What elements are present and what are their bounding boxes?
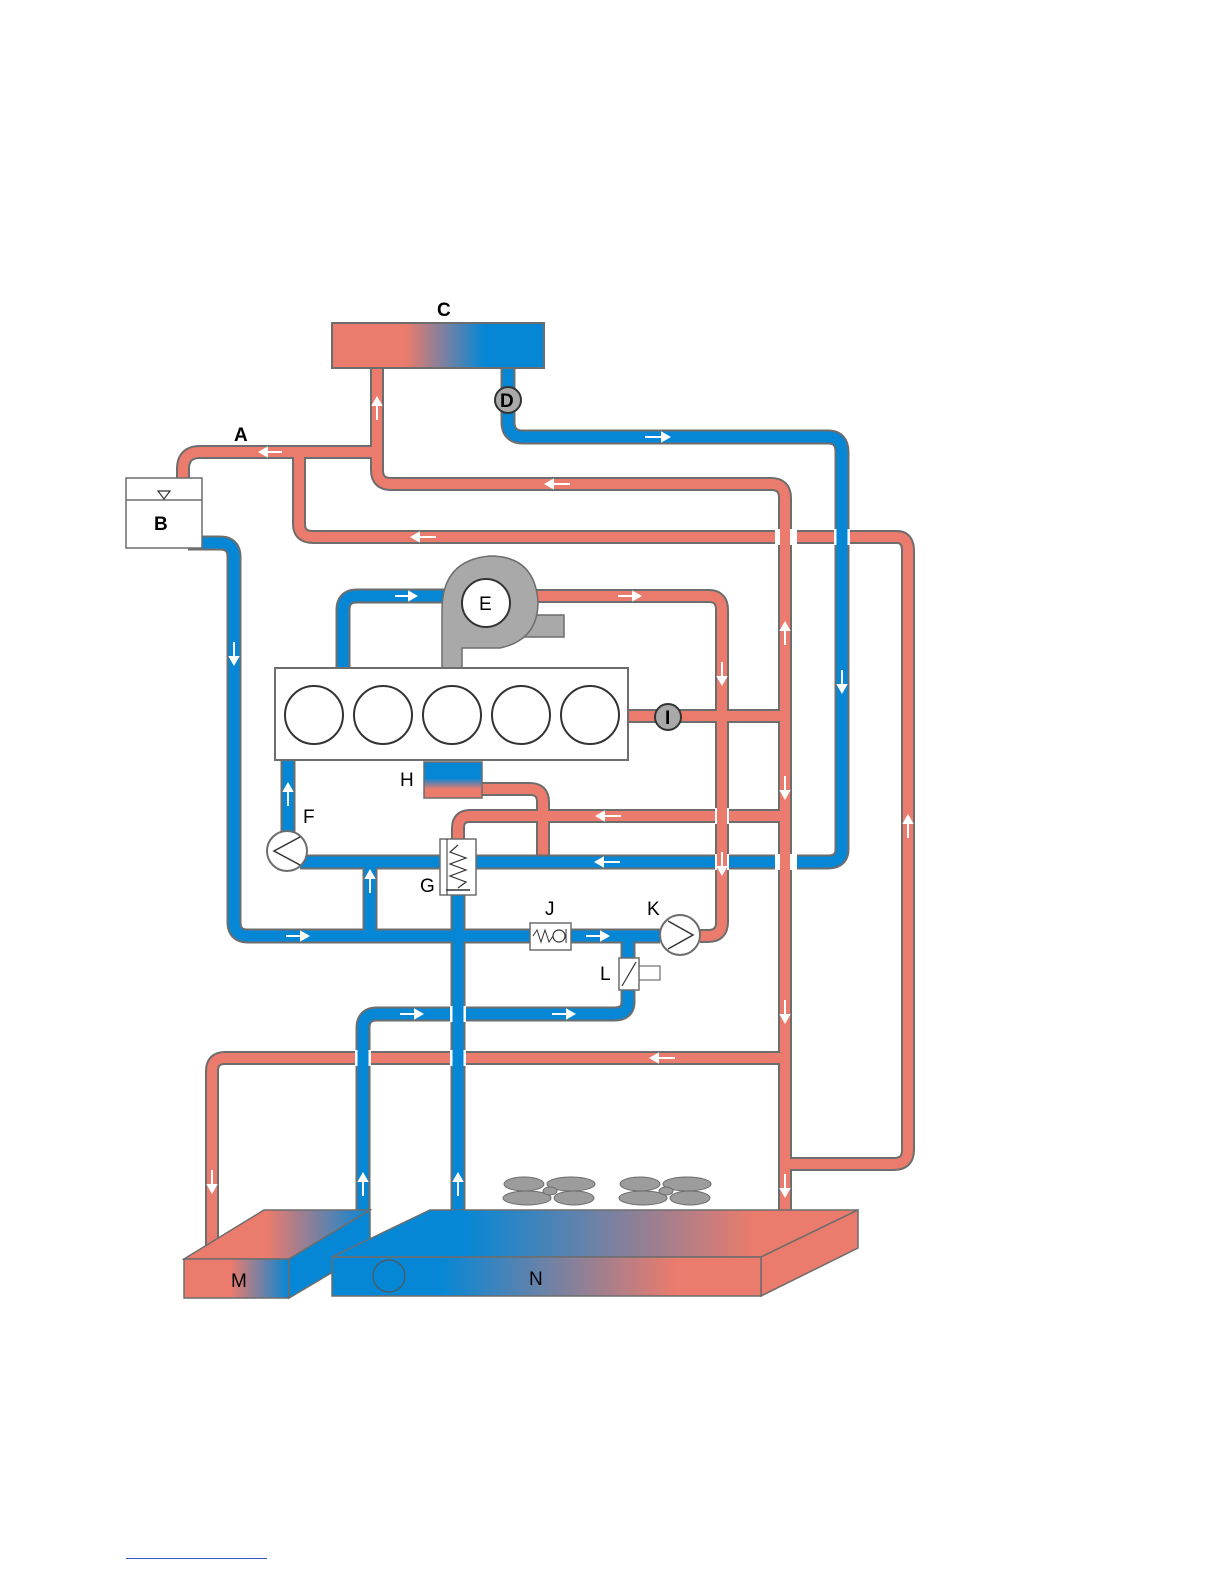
label-n: N: [529, 1269, 543, 1290]
engine-block: [275, 668, 628, 760]
label-j: J: [545, 899, 555, 920]
component-e: [442, 556, 564, 668]
label-a: A: [234, 425, 248, 446]
label-l: L: [600, 964, 611, 985]
fan-icon: [503, 1177, 595, 1205]
fan-icon: [619, 1177, 711, 1205]
flow-arrows: [208, 398, 912, 1196]
label-e: E: [479, 594, 492, 615]
label-d: D: [500, 391, 514, 412]
label-k: K: [647, 899, 660, 920]
component-h: [424, 762, 482, 798]
footnote-rule: [126, 1558, 267, 1559]
component-j: [530, 923, 571, 950]
component-c: [332, 323, 544, 368]
label-g: G: [420, 876, 435, 897]
pipe-network: [183, 368, 908, 1252]
component-n: [332, 1210, 858, 1296]
component-b: [126, 478, 202, 548]
label-m: M: [231, 1271, 247, 1292]
label-b: B: [154, 514, 168, 535]
label-i: I: [665, 708, 670, 729]
component-k: [660, 915, 700, 955]
label-f: F: [303, 807, 315, 828]
label-c: C: [437, 300, 451, 321]
component-f: [267, 831, 307, 871]
component-g: [440, 839, 476, 895]
component-l: [619, 958, 660, 990]
label-h: H: [400, 770, 414, 791]
radiator-fans: [503, 1177, 711, 1205]
